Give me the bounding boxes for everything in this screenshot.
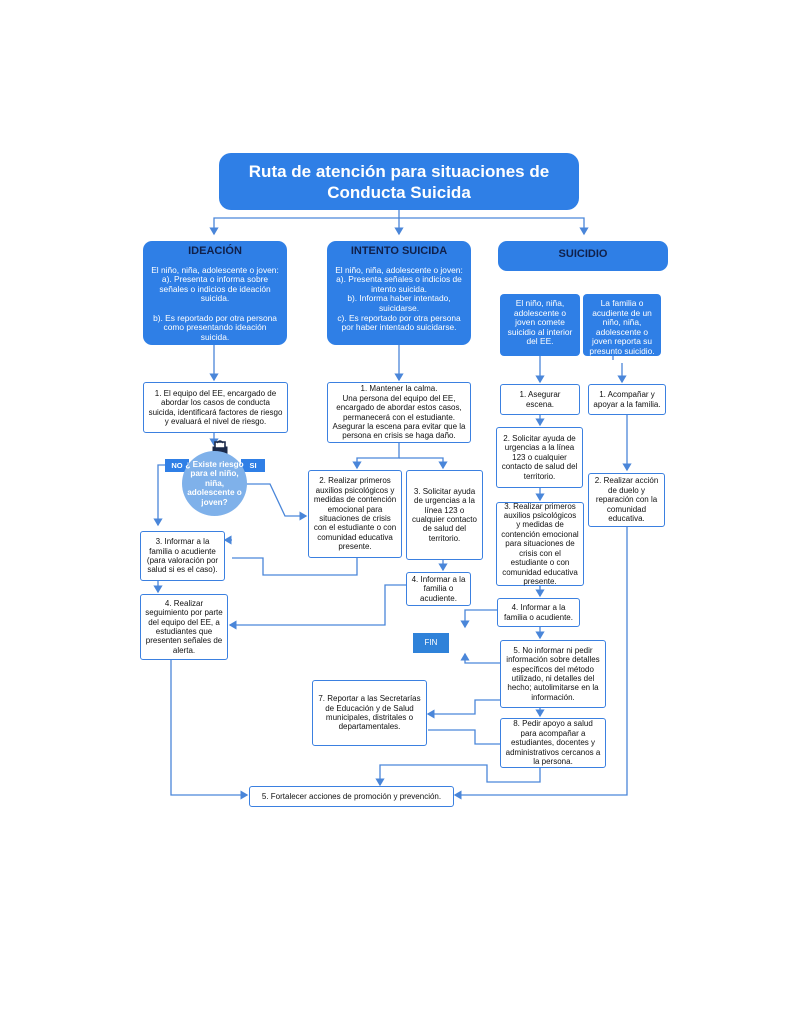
final-step-promotion: 5. Fortalecer acciones de promoción y pr… [249, 786, 454, 807]
page-title: Ruta de atención para situaciones de Con… [219, 153, 579, 210]
suicidio-right-step-1: 1. Acompañar y apoyar a la familia. [588, 384, 666, 415]
intento-title: INTENTO SUICIDA [350, 245, 448, 257]
ideacion-step-1: 1. El equipo del EE, encargado de aborda… [143, 382, 288, 433]
suicidio-left-step-2: 2. Solicitar ayuda de urgencias a la lín… [496, 427, 583, 488]
intento-step-1: 1. Mantener la calma. Una persona del eq… [327, 382, 471, 443]
suicidio-left-step-8: 8. Pedir apoyo a salud para acompañar a … [500, 718, 606, 768]
suicidio-header: SUICIDIO [498, 241, 668, 271]
fin-terminal: FIN [413, 633, 449, 653]
intento-header: INTENTO SUICIDA El niño, niña, adolescen… [327, 241, 471, 345]
intento-step-4: 4. Informar a la familia o acudiente. [406, 572, 471, 606]
suicidio-right-step-2: 2. Realizar acción de duelo y reparación… [588, 473, 665, 527]
ideacion-step-4: 4. Realizar seguimiento por parte del eq… [140, 594, 228, 660]
title-line-1: Ruta de atención para situaciones de [248, 161, 550, 181]
suicidio-title: SUICIDIO [558, 248, 608, 260]
ideacion-description: El niño, niña, adolescente o joven: a). … [151, 264, 279, 342]
intento-step-3: 3. Solicitar ayuda de urgencias a la lín… [406, 470, 483, 560]
ideacion-title: IDEACIÓN [188, 245, 242, 257]
suicidio-left-step-3: 3. Realizar primeros auxilios psicológic… [496, 502, 584, 586]
intento-step-2: 2. Realizar primeros auxilios psicológic… [308, 470, 402, 558]
si-label: SI [241, 459, 265, 472]
risk-decision: ¿ Existe riesgo para el niño, niña, adol… [182, 451, 247, 516]
ideacion-step-3: 3. Informar a la familia o acudiente (pa… [140, 531, 225, 581]
title-line-2: Conducta Suicida [327, 182, 471, 202]
ideacion-header: IDEACIÓN El niño, niña, adolescente o jo… [143, 241, 287, 345]
step-7-report: 7. Reportar a las Secretarías de Educaci… [312, 680, 427, 746]
suicidio-sub-right: La familia o acudiente de un niño, niña,… [583, 294, 661, 356]
suicidio-sub-left: El niño, niña, adolescente o joven comet… [500, 294, 580, 356]
intento-description: El niño, niña, adolescente o joven: a). … [335, 264, 463, 333]
suicidio-left-step-1: 1. Asegurar escena. [500, 384, 580, 415]
suicidio-left-step-5: 5. No informar ni pedir información sobr… [500, 640, 606, 708]
suicidio-left-step-4: 4. Informar a la familia o acudiente. [497, 598, 580, 627]
